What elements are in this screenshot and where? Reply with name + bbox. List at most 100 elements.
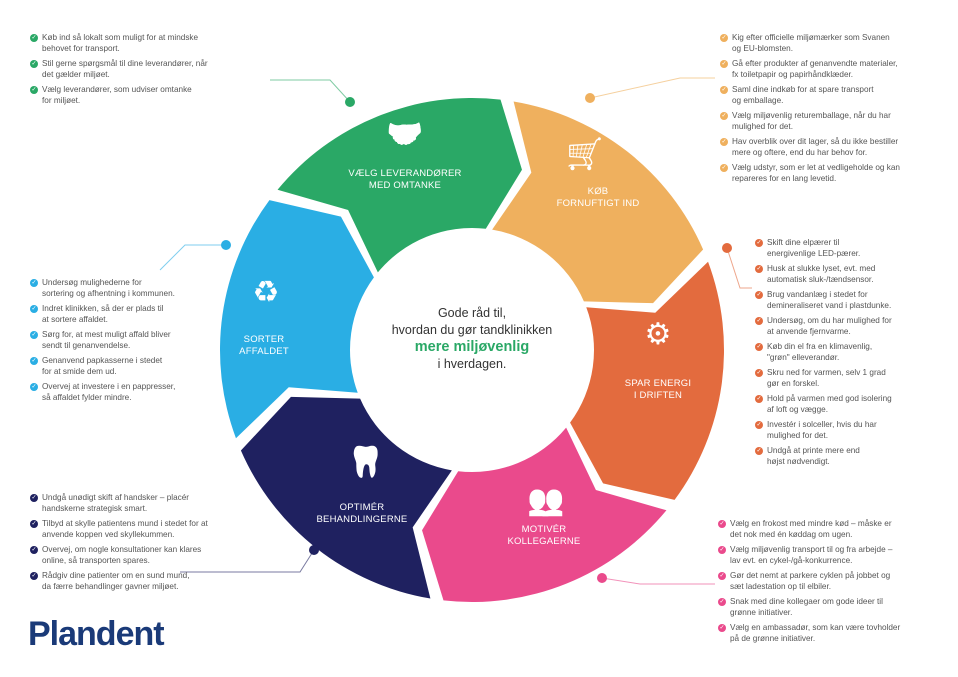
tip-text: Investér i solceller, hvis du har muligh…	[767, 420, 877, 440]
tip-text: Stil gerne spørgsmål til dine leverandør…	[42, 59, 208, 79]
tip-item: ✓Rådgiv dine patienter om en sund mund, …	[30, 571, 280, 592]
tip-item: ✓ Køb ind så lokalt som muligt for at min…	[30, 33, 275, 54]
center-line-4: i hverdagen.	[437, 357, 507, 371]
tip-item: ✓Skift dine elpærer til energivenlige LE…	[755, 238, 950, 259]
connector-line	[601, 577, 715, 585]
tip-text: Skift dine elpærer til energivenlige LED…	[767, 238, 861, 258]
segment-label-purchase: KØB FORNUFTIGT IND	[556, 186, 640, 209]
tip-item: ✓Køb din el fra en klimavenlig, "grøn" e…	[755, 342, 950, 363]
tip-item: ✓Vælg miljøvenlig returemballage, når du…	[720, 111, 955, 132]
segment-label-suppliers: VÆLG LEVERANDØRER MED OMTANKE	[348, 168, 462, 191]
tip-text: Brug vandanlæg i stedet for demineralise…	[767, 290, 892, 310]
tip-item: ✓ Snak med dine kollegaer om gode ideer t…	[718, 597, 958, 618]
tip-item: ✓Undgå at printe mere end højst nødvendi…	[755, 446, 950, 467]
tip-text: Køb din el fra en klimavenlig, "grøn" el…	[767, 342, 873, 362]
tips-energy: ✓ Skift dine elpærer til energivenlige LE…	[755, 238, 950, 472]
segment-purchase	[492, 101, 704, 304]
segment-colleagues	[422, 427, 667, 603]
people-icon: 👥	[527, 484, 565, 517]
handshake-icon: 🤝	[386, 118, 424, 151]
tooth-icon: 🦷	[347, 446, 385, 479]
tip-item: ✓Gå efter produkter af genanvendte mater…	[720, 59, 955, 80]
check-icon: ✓	[720, 86, 728, 94]
check-icon: ✓	[720, 34, 728, 42]
tip-text: Saml dine indkøb for at spare transport …	[732, 85, 874, 105]
tip-item: ✓Indret klinikken, så der er plads til a…	[30, 304, 230, 325]
connector-dot	[585, 93, 595, 103]
plandent-logo: Plandent	[28, 615, 165, 653]
tip-text: Genanvend papkasserne i stedet for at sm…	[42, 356, 163, 376]
check-icon: ✓	[718, 624, 726, 632]
check-icon: ✓	[718, 520, 726, 528]
tip-item: ✓ Gør det nemt at parkere cyklen på jobbe…	[718, 571, 958, 592]
tip-item: ✓ Vælg udstyr, som er let at vedligeholde…	[720, 163, 955, 184]
tip-item: ✓ Vælg en frokost med mindre kød – måske …	[718, 519, 958, 540]
segment-suppliers	[277, 97, 522, 273]
recycle-bag-icon: ♻	[252, 276, 280, 309]
check-icon: ✓	[30, 34, 38, 42]
check-icon: ✓	[30, 279, 38, 287]
tip-text: Undgå unødigt skift af handsker – placér…	[42, 493, 190, 513]
tip-item: ✓Skru ned for varmen, selv 1 grad gør en…	[755, 368, 950, 389]
tip-item: ✓ Stil gerne spørgsmål til dine leverandø…	[30, 59, 275, 80]
check-icon: ✓	[30, 331, 38, 339]
tips-suppliers: ✓ Køb ind så lokalt som muligt for at min…	[30, 33, 275, 111]
check-icon: ✓	[30, 357, 38, 365]
check-icon: ✓	[30, 60, 38, 68]
tip-item: ✓ Vælg en ambassadør, som kan være tovhol…	[718, 623, 958, 644]
connector-line	[270, 79, 351, 103]
tip-text: Vælg udstyr, som er let at vedligeholde …	[732, 163, 900, 183]
connector-dot	[309, 545, 319, 555]
check-icon: ✓	[755, 421, 763, 429]
tip-text: Hold på varmen med god isolering af loft…	[767, 394, 892, 414]
check-icon: ✓	[718, 572, 726, 580]
tip-item: ✓ Sørg for, at mest muligt affald bliver …	[30, 330, 230, 351]
segment-label-treatments: OPTIMÉR BEHANDLINGERNE	[316, 502, 408, 525]
tip-item: ✓Vælg leverandører, som udviser omtanke …	[30, 85, 275, 106]
tips-waste: ✓ Undersøg mulighederne for sortering og …	[30, 278, 230, 408]
tip-item: ✓Husk at slukke lyset, evt. med automati…	[755, 264, 950, 285]
tip-item: ✓Overvej, om nogle konsultationer kan kl…	[30, 545, 280, 566]
tip-item: ✓Overvej at investere i en pappresser, s…	[30, 382, 230, 403]
segment-energy	[570, 261, 724, 500]
check-icon: ✓	[755, 317, 763, 325]
tips-treatments: ✓Undgå unødigt skift af handsker – placé…	[30, 493, 280, 597]
tip-text: Kig efter officielle miljømærker som Sva…	[732, 33, 890, 53]
tip-item: ✓ Undersøg mulighederne for sortering og …	[30, 278, 230, 299]
check-icon: ✓	[720, 164, 728, 172]
tip-item: ✓Brug vandanlæg i stedet for demineralis…	[755, 290, 950, 311]
tip-text: Sørg for, at mest muligt affald bliver s…	[42, 330, 171, 350]
tips-purchase: ✓ Kig efter officielle miljømærker som Sv…	[720, 33, 955, 189]
tip-text: Snak med dine kollegaer om gode ideer ti…	[730, 597, 883, 617]
tip-text: Vælg en ambassadør, som kan være tovhold…	[730, 623, 901, 643]
tip-text: Hav overblik over dit lager, så du ikke …	[732, 137, 899, 157]
tip-text: Vælg miljøvenlig transport til og fra ar…	[730, 545, 893, 565]
tip-text: Rådgiv dine patienter om en sund mund, d…	[42, 571, 190, 591]
center-text: Gode råd til, hvordan du gør tandklinikk…	[372, 305, 572, 373]
tip-text: Undersøg, om du har mulighed for at anve…	[767, 316, 892, 336]
tip-text: Vælg leverandører, som udviser omtanke f…	[42, 85, 192, 105]
tip-item: ✓Hav overblik over dit lager, så du ikke…	[720, 137, 955, 158]
check-icon: ✓	[30, 305, 38, 313]
tip-text: Overvej at investere i en pappresser, så…	[42, 382, 176, 402]
tip-text: Køb ind så lokalt som muligt for at mind…	[42, 33, 199, 53]
connector-dot	[345, 97, 355, 107]
tip-text: Undersøg mulighederne for sortering og a…	[42, 278, 175, 298]
tip-text: Skru ned for varmen, selv 1 grad gør en …	[767, 368, 886, 388]
tips-colleagues: ✓ Vælg en frokost med mindre kød – måske …	[718, 519, 958, 649]
center-highlight: mere miljøvenlig	[414, 339, 530, 355]
tip-text: Husk at slukke lyset, evt. med automatis…	[767, 264, 876, 284]
tip-text: Tilbyd at skylle patientens mund i stede…	[42, 519, 208, 539]
tip-text: Gør det nemt at parkere cyklen på jobbet…	[730, 571, 891, 591]
tip-item: ✓ Undersøg, om du har mulighed for at anv…	[755, 316, 950, 337]
tip-text: Vælg en frokost med mindre kød – måske e…	[730, 519, 892, 539]
connector-dot	[722, 243, 732, 253]
connector-line	[180, 549, 315, 573]
tip-item: ✓Tilbyd at skylle patientens mund i sted…	[30, 519, 280, 540]
check-icon: ✓	[718, 598, 726, 606]
tip-text: Undgå at printe mere end højst nødvendig…	[767, 446, 860, 466]
tip-item: ✓Hold på varmen med god isolering af lof…	[755, 394, 950, 415]
check-icon: ✓	[720, 112, 728, 120]
tip-text: Gå efter produkter af genanvendte materi…	[732, 59, 898, 79]
